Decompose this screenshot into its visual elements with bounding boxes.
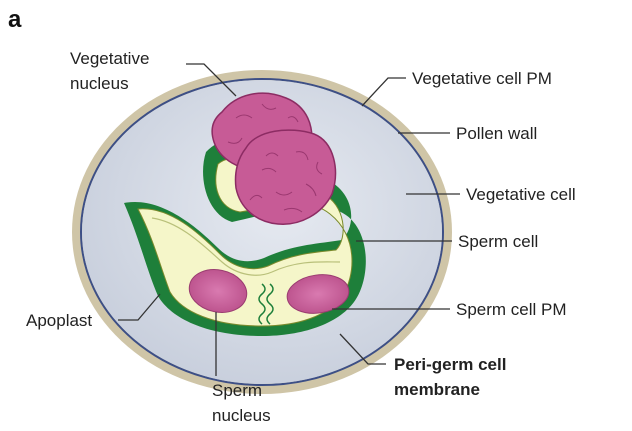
label-apoplast: Apoplast — [26, 311, 92, 330]
leader-vegetative-cell-pm — [361, 77, 406, 107]
label-peri-germ-cell-membrane: Peri-germ cell membrane — [394, 355, 511, 399]
vegetative-nucleus — [211, 92, 337, 225]
cell-junction — [258, 283, 266, 325]
label-sperm-cell-pm: Sperm cell PM — [456, 300, 567, 319]
sperm-nucleus-left — [188, 269, 248, 313]
vegetative-cell-pm — [80, 78, 444, 386]
label-vegetative-cell: Vegetative cell — [466, 185, 576, 204]
label-vegetative-nucleus: Vegetative nucleus — [70, 49, 154, 93]
sperm-cell-pm — [151, 217, 341, 276]
panel-label: a — [8, 6, 22, 33]
sperm-nucleus-right — [286, 274, 350, 314]
cell-junction — [266, 283, 274, 325]
label-sperm-nucleus: Sperm nucleus — [212, 381, 271, 425]
leader-vegetative-nucleus — [186, 63, 237, 97]
leader-peri-germ-cell-membrane — [339, 333, 386, 365]
vegetative-nucleus-lobe-front — [234, 129, 337, 225]
label-vegetative-cell-pm: Vegetative cell PM — [412, 69, 552, 88]
leader-apoplast — [118, 293, 161, 321]
label-sperm-cell: Sperm cell — [458, 232, 538, 251]
label-pollen-wall: Pollen wall — [456, 124, 537, 143]
